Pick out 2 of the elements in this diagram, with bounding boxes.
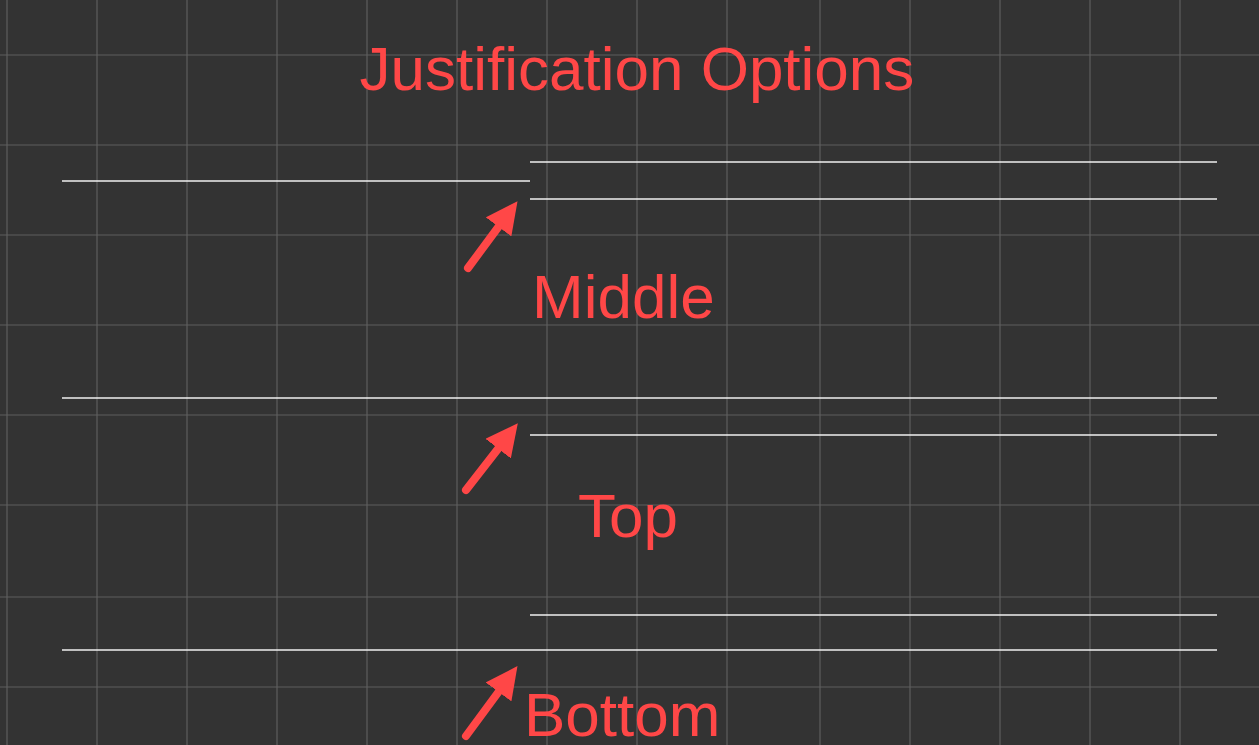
justification-label: Bottom bbox=[524, 684, 721, 745]
justification-label: Middle bbox=[532, 266, 715, 328]
